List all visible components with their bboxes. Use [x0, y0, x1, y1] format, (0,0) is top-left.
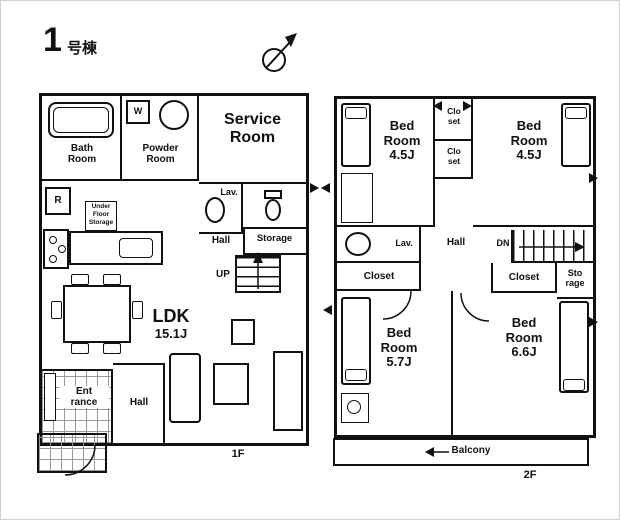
storage-room-1f — [243, 229, 306, 255]
pillow — [565, 107, 587, 119]
balcony-direction-icon — [425, 447, 434, 457]
stove — [43, 229, 69, 269]
stove-burner — [49, 255, 57, 263]
toilet-tank — [264, 190, 282, 199]
storage-1f-label: Storage — [256, 233, 293, 244]
compass-north-icon — [262, 33, 297, 72]
pillow — [345, 369, 367, 381]
bedroom-ne-label: Bed Room 4.5J — [510, 118, 548, 163]
ldk-label: LDK — [152, 306, 190, 326]
bedroom-se-label: Bed Room 6.6J — [505, 315, 543, 360]
up-label: UP — [216, 269, 230, 280]
closet-east-label: Closet — [508, 272, 540, 283]
window-marker-icon — [323, 305, 332, 315]
chair — [103, 343, 121, 354]
chair — [103, 274, 121, 285]
floor2-label: 2F — [523, 469, 537, 481]
chair — [71, 274, 89, 285]
closet-top-a-label: Clo set — [447, 106, 461, 126]
washing-machine-label: W — [133, 106, 143, 116]
bath-room-label: Bath Room — [67, 143, 97, 166]
bath-room — [42, 96, 122, 181]
floor1-outline — [39, 93, 309, 446]
closet-top-b-label: Clo set — [447, 146, 461, 166]
building-number: 1 — [43, 21, 62, 59]
storage-2f — [557, 263, 593, 299]
side-cabinet — [273, 351, 303, 431]
service-room — [199, 96, 306, 184]
closet-west — [337, 263, 421, 291]
chair — [132, 301, 143, 319]
night-stand — [341, 393, 369, 423]
refrigerator-label: R — [54, 195, 62, 206]
window-marker-icon — [589, 317, 598, 327]
lavatory-sink — [205, 197, 225, 223]
lavatory-1f — [199, 184, 243, 234]
closet-top-a — [435, 99, 473, 141]
window-marker-icon — [463, 101, 472, 111]
stove-burner — [49, 236, 57, 244]
hall-lower-label: Hall — [129, 397, 149, 408]
kitchen-sink — [119, 238, 153, 258]
window-marker-icon — [321, 183, 330, 193]
floor2-outline — [334, 96, 596, 438]
chair — [71, 343, 89, 354]
under-floor-storage-box — [85, 201, 117, 231]
lavatory-2f — [337, 227, 421, 263]
closet-top-b — [435, 141, 473, 179]
storage-2f-label: Sto rage — [565, 268, 585, 289]
bedroom-sw — [337, 291, 453, 435]
stove-burner — [58, 245, 66, 253]
stairs-down — [511, 230, 593, 263]
sofa — [169, 353, 201, 423]
wc-room — [243, 184, 306, 229]
washing-machine — [126, 100, 150, 124]
entrance-label: Ent rance — [59, 386, 109, 409]
stairs-up — [235, 255, 281, 293]
floor1-label: 1F — [231, 448, 245, 460]
chair — [51, 301, 62, 319]
lavatory-sink — [345, 232, 371, 256]
powder-room — [122, 96, 199, 181]
refrigerator — [45, 187, 71, 215]
balcony-label: Balcony — [451, 445, 491, 456]
building-number-suffix: 号棟 — [67, 40, 98, 57]
bathtub-inner — [53, 107, 109, 133]
dn-label: DN — [496, 238, 510, 248]
hall-wall — [113, 363, 165, 365]
lavatory-2f-label: Lav. — [395, 238, 413, 248]
bedroom-nw-label: Bed Room 4.5J — [383, 118, 421, 163]
pillow — [563, 379, 585, 391]
pillow — [345, 107, 367, 119]
hall-2f-label: Hall — [446, 237, 466, 248]
closet-west-label: Closet — [363, 271, 395, 282]
closet-east — [491, 263, 557, 293]
shoe-cabinet — [44, 373, 56, 421]
closet-box — [341, 173, 373, 223]
dining-table — [63, 285, 131, 343]
ldk-size-label: 15.1J — [154, 326, 188, 341]
under-floor-storage-label: Under Floor Storage — [88, 203, 114, 226]
bedroom-sw-label: Bed Room 5.7J — [380, 325, 418, 370]
entrance-porch — [37, 433, 107, 473]
window-marker-icon — [433, 101, 442, 111]
bedroom-nw — [337, 99, 435, 227]
service-room-label: Service Room — [224, 111, 281, 146]
tv-board — [231, 319, 255, 345]
window-marker-icon — [589, 173, 598, 183]
powder-sink — [159, 100, 189, 130]
bedroom-ne — [473, 99, 593, 227]
hall-upper-label: Hall — [211, 235, 231, 246]
powder-room-label: Powder Room — [142, 143, 179, 166]
balcony — [333, 438, 589, 466]
hall-wall — [163, 363, 165, 446]
window-marker-icon — [310, 183, 319, 193]
stool-icon — [347, 400, 361, 414]
lavatory-1f-label: Lav. — [220, 187, 238, 197]
coffee-table — [213, 363, 249, 405]
bed — [559, 301, 589, 393]
toilet-bowl — [265, 199, 281, 221]
